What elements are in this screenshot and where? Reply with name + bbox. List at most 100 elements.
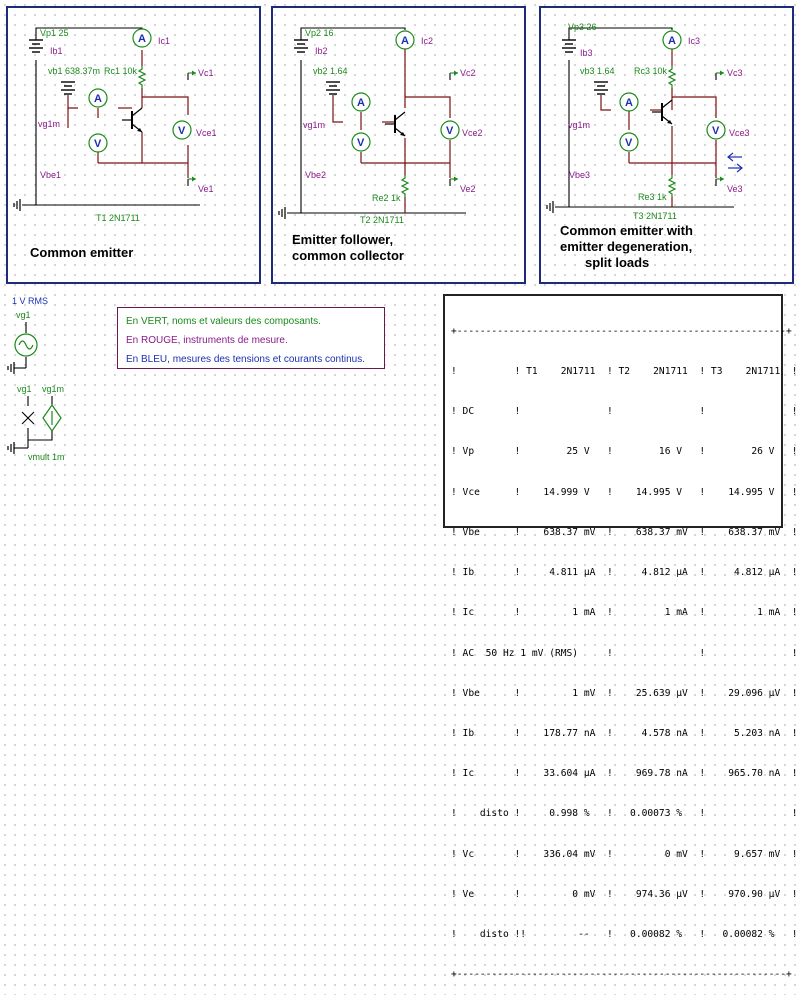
caption-line-3: split loads [585,255,649,270]
ammeter-ib-symbol: A [625,97,633,109]
ground-icon [7,441,15,455]
label-vg: vg1m [38,119,60,129]
ammeter-ic-symbol: A [668,35,676,47]
voltmeter-vce-symbol: V [712,125,720,137]
table-row: ! Ib ! 4.811 µA ! 4.812 µA ! 4.812 µA ! [451,567,798,579]
table-row: ! Vp ! 25 V ! 16 V ! 26 V ! [451,446,798,458]
table-row: ! ! T1 2N1711 ! T2 2N1711 ! T3 2N1711 ! [451,366,798,378]
battery-icon [561,39,577,53]
label-ib: Ib3 [580,48,593,58]
ammeter-ib-symbol: A [357,97,365,109]
label-vbe: Vbe3 [569,170,590,180]
circuit-3: A A V V Vp3 26 Ib3 vb3 1.64 Rc3 10k Ic3 … [546,22,750,270]
battery-icon [28,39,44,53]
ammeter-ib-icon [619,92,639,112]
label-vp: Vp3 26 [568,22,597,32]
battery-icon [293,39,309,53]
label-rc: Rc3 10k [634,66,668,76]
schematics: A A V V Vp1 25 Ib1 vb1 638.37m Rc1 10k I… [7,22,750,462]
emitter-resistor [401,174,409,198]
voltmeter-vce-icon [440,120,460,140]
label-vp: Vp2 16 [305,28,334,38]
ammeter-ib-symbol: A [94,93,102,105]
terminal-ve-icon [187,175,197,187]
table-row: ! AC 50 Hz 1 mV (RMS) ! ! ! [451,647,798,659]
caption-line-1: Common emitter [30,245,133,260]
ground-icon [278,206,286,220]
label-ic: Ic3 [688,36,700,46]
label-vmult: vmult 1m [28,452,65,462]
label-vg1-b: vg1 [17,384,32,394]
table-row: +---------------------------------------… [451,969,792,981]
ac-source: 1 V RMS vg1 [7,296,48,375]
label-transistor: T2 2N1711 [360,215,404,225]
table-row: ! Vc ! 336.04 mV ! 0 mV ! 9.657 mV ! [451,848,798,860]
table-row: ! Ic ! 1 mA ! 1 mA ! 1 mA ! [451,607,798,619]
voltmeter-vce-symbol: V [178,125,186,137]
table-row: ! Ib ! 178.77 nA ! 4.578 nA ! 5.203 nA ! [451,728,798,739]
bias-source-icon [593,81,609,95]
label-ib: Ib1 [50,46,63,56]
label-vg1: vg1 [16,310,31,320]
circuit-2: A A V V Vp2 16 Ib2 vb2 1.64 Ic2 Vc2 Vce2… [278,27,483,263]
legend-line-blue: En BLEU, mesures des tensions et courant… [126,354,366,365]
ammeter-ic-icon [662,30,682,50]
label-vb: vb3 1.64 [580,66,615,76]
label-re: Re3 1k [638,192,667,202]
table-row: ! Ic ! 33.604 µA ! 969.78 nA ! 965.70 nA… [451,768,798,780]
table-row: ! disto !! -- ! 0.00082 % ! 0.00082 % ! [451,929,798,941]
label-transistor: T1 2N1711 [96,213,140,223]
ammeter-ic-icon [132,28,152,48]
collector-resistor [668,65,676,89]
terminal-ve-icon [715,175,725,187]
ammeter-ib-icon [351,92,371,112]
caption-line-2: common collector [292,248,404,263]
panel-emitter-follower [271,6,526,284]
label-vce: Vce3 [729,128,750,138]
label-rc: Rc1 10k [104,66,138,76]
transistor-icon [384,111,406,137]
table-row: ! DC ! ! ! ! [451,406,798,418]
label-vc: Vc3 [727,68,743,78]
voltmeter-vce-symbol: V [446,125,454,137]
arrow-right-icon [728,163,743,173]
label-vbe: Vbe1 [40,170,61,180]
caption-line-1: Common emitter with [560,223,693,238]
table-row: ! Ve ! 0 mV ! 974.36 µV ! 970.90 µV ! [451,888,798,900]
color-legend: En VERT, noms et valeurs des composants.… [117,307,385,369]
table-row: ! disto ! 0.998 % ! 0.00073 % ! ! [451,808,798,820]
voltmeter-vce-icon [172,120,192,140]
voltmeter-vbe-icon [351,132,371,152]
label-vg1m: vg1m [42,384,64,394]
caption-line-1: Emitter follower, [292,232,393,247]
label-transistor: T3 2N1711 [633,211,677,221]
multiplier-source: vg1 vg1m vmult 1m [7,384,65,462]
label-ic: Ic2 [421,36,433,46]
label-vce: Vce1 [196,128,217,138]
legend-line-green: En VERT, noms et valeurs des composants. [126,316,321,327]
caption-line-2: emitter degeneration, [560,239,692,254]
label-vc: Vc1 [198,68,214,78]
label-vg: vg1m [303,120,325,130]
label-vb: vb1 638.37m [48,66,100,76]
emitter-resistor [668,174,676,198]
terminal-vc-icon [449,69,459,81]
legend-line-purple: En ROUGE, instruments de mesure. [126,335,288,346]
voltmeter-vbe-symbol: V [625,137,633,149]
label-vbe: Vbe2 [305,170,326,180]
ground-icon [7,361,15,375]
ammeter-ic-symbol: A [138,33,146,45]
ground-icon [546,200,554,214]
table-row: ! Vbe ! 1 mV ! 25.639 µV ! 29.096 µV ! [451,687,798,699]
voltmeter-vbe-symbol: V [357,137,365,149]
ground-icon [13,198,21,212]
panel-emitter-degeneration [539,6,794,284]
label-vce: Vce2 [462,128,483,138]
terminal-vc-icon [715,69,725,81]
transistor-icon [121,107,143,133]
label-vc: Vc2 [460,68,476,78]
transistor-icon [651,99,673,125]
bias-source-icon [325,81,341,95]
voltmeter-vbe-icon [88,133,108,153]
table-row: +---------------------------------------… [451,325,792,337]
